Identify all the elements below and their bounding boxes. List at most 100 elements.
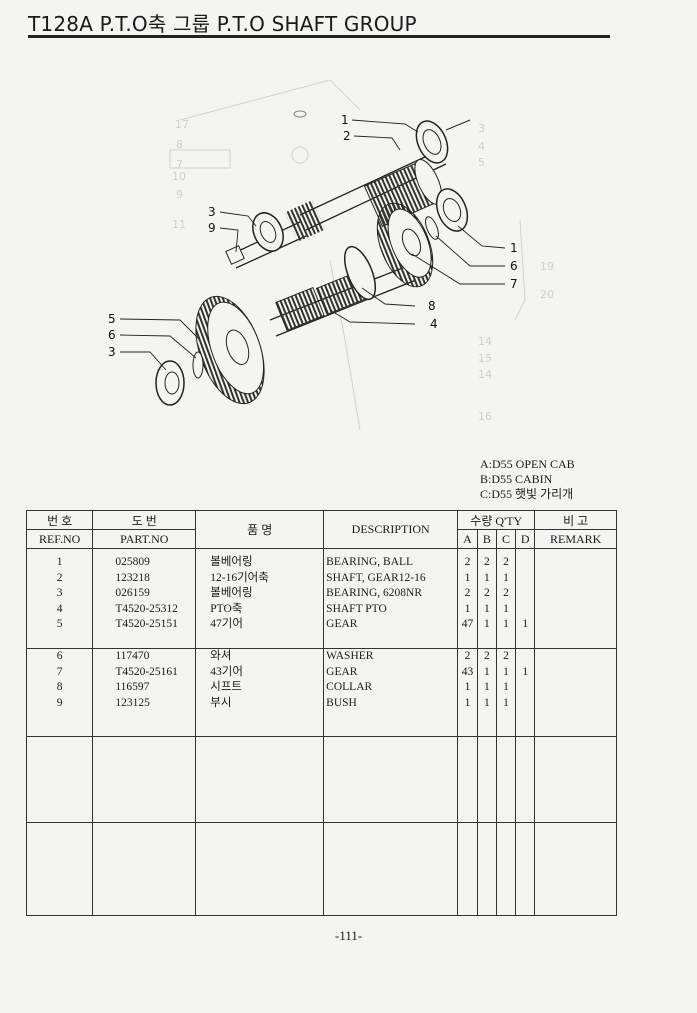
desc-cell: WASHER GEAR COLLAR BUSH <box>323 648 459 737</box>
callout-9-upper: 9 <box>208 221 216 235</box>
part-value: 117470 <box>115 650 150 662</box>
parts-table: 번 호 도 번 품 명 DESCRIPTION 수량 Q'TY 비 고 REF.… <box>25 510 617 916</box>
kor-name-value: 47기어 <box>210 618 243 631</box>
qty-c-value: 2 <box>503 650 509 662</box>
kor-name-value: PTO축 <box>210 602 243 615</box>
desc-header: DESCRIPTION <box>323 510 459 549</box>
desc-value: BEARING, BALL <box>326 556 414 568</box>
qty-c-value: 1 <box>503 571 509 584</box>
qty-c-cell: 2 1 1 1 <box>495 648 517 737</box>
qty-b-value: 1 <box>483 602 490 615</box>
ref-value: 6 <box>56 650 63 662</box>
svg-text:9: 9 <box>176 188 183 201</box>
svg-text:20: 20 <box>540 288 554 301</box>
ref-value: 9 <box>56 696 63 709</box>
qty-a-value: 47 <box>461 618 474 631</box>
qty-col-b: B <box>476 529 497 549</box>
ref-value: 4 <box>56 602 63 615</box>
qty-d-value <box>518 649 532 665</box>
kor-name-cell: 와셔 43기어 시프트 부시 <box>195 648 325 737</box>
qty-b-cell: 2 1 1 1 <box>476 648 497 737</box>
qty-d-value: 1 <box>522 618 529 631</box>
kor-name-value: 시프트 <box>210 681 242 694</box>
qty-b-cell: 2 1 2 1 1 <box>476 548 497 649</box>
qty-b-value: 2 <box>483 556 490 568</box>
remark-header-kor: 비 고 <box>534 510 617 530</box>
part-value: T4520-25312 <box>115 602 178 615</box>
qty-c-cell: 2 1 2 1 1 <box>495 548 517 649</box>
part-cell: 025809 123218 026159 T4520-25312 T4520-2… <box>92 548 197 649</box>
qty-d-value <box>518 555 532 571</box>
part-value: 123218 <box>115 571 150 584</box>
part-value: 123125 <box>115 696 150 709</box>
qty-b-value: 1 <box>483 681 490 694</box>
svg-text:5: 5 <box>478 156 485 169</box>
qty-b-value: 2 <box>483 587 490 600</box>
qty-a-value: 1 <box>464 681 471 694</box>
qty-b-value: 1 <box>483 618 490 631</box>
page-number: -111- <box>334 928 363 943</box>
svg-text:14: 14 <box>478 368 492 381</box>
svg-text:11: 11 <box>172 218 186 231</box>
table-group-2: 6 7 8 9 117470 T4520-25161 116597 123125… <box>25 648 617 737</box>
desc-cell: BEARING, BALL SHAFT, GEAR12-16 BEARING, … <box>323 548 459 649</box>
part-value: 116597 <box>115 681 150 694</box>
ref-value: 2 <box>56 571 63 584</box>
part-value: 025809 <box>115 556 150 568</box>
callout-1-upper: 1 <box>341 113 349 127</box>
callout-6-right: 6 <box>510 259 518 273</box>
kor-name-value: 43기어 <box>210 665 243 678</box>
qty-d-cell: 1 <box>515 548 536 649</box>
callout-3-left: 3 <box>108 345 116 359</box>
callout-1-right: 1 <box>510 241 518 255</box>
qty-a-value: 1 <box>464 696 471 709</box>
qty-header: 수량 Q'TY <box>457 510 536 530</box>
qty-d-value <box>518 696 532 712</box>
qty-c-value: 2 <box>503 556 509 568</box>
qty-d-value <box>518 680 532 696</box>
desc-value: WASHER <box>326 650 374 662</box>
qty-c-value: 1 <box>503 602 509 615</box>
svg-text:15: 15 <box>478 352 492 365</box>
part-header-kor: 도 번 <box>92 510 197 530</box>
kor-name-cell: 볼베어링 12-16기어축 볼베어링 PTO축 47기어 <box>195 548 325 649</box>
ref-value: 5 <box>56 618 63 631</box>
name-header-kor: 품 명 <box>195 510 325 549</box>
qty-c-value: 1 <box>503 618 509 631</box>
qty-b-value: 1 <box>483 665 490 678</box>
qty-b-value: 1 <box>483 696 490 709</box>
desc-value: SHAFT PTO <box>326 602 387 615</box>
callout-2-upper: 2 <box>343 129 351 143</box>
part-cell: 117470 T4520-25161 116597 123125 <box>92 648 197 737</box>
qty-d-value <box>518 586 532 602</box>
desc-value: COLLAR <box>326 681 373 694</box>
table-header-row-1: 번 호 도 번 품 명 DESCRIPTION 수량 Q'TY 비 고 <box>25 510 617 549</box>
callout-7-right: 7 <box>510 277 518 291</box>
callout-8-right: 8 <box>428 299 436 313</box>
callout-6-left: 6 <box>108 328 116 342</box>
svg-text:7: 7 <box>176 158 183 171</box>
qty-col-c: C <box>495 529 517 549</box>
qty-b-value: 2 <box>483 650 490 662</box>
desc-value: GEAR <box>326 618 358 631</box>
remark-header-en: REMARK <box>534 529 617 549</box>
qty-a-value: 1 <box>464 571 471 584</box>
qty-c-value: 1 <box>503 696 509 709</box>
qty-a-value: 1 <box>464 602 471 615</box>
qty-c-value: 2 <box>503 587 509 600</box>
kor-name-value: 12-16기어축 <box>210 571 269 584</box>
qty-col-d: D <box>515 529 536 549</box>
svg-text:14: 14 <box>478 335 492 348</box>
ref-cell: 6 7 8 9 <box>25 648 94 737</box>
qty-col-a: A <box>457 529 478 549</box>
page-title: T128A P.T.O축 그룹 P.T.O SHAFT GROUP <box>28 12 417 36</box>
table-group-1: 1 2 3 4 5 025809 123218 026159 T4520-253… <box>25 548 617 649</box>
legend-item-c: C:D55 햇빛 가리개 <box>480 487 574 501</box>
qty-d-value: 1 <box>522 665 529 678</box>
remark-cell <box>534 648 617 737</box>
qty-b-value: 1 <box>483 571 490 584</box>
part-header-en: PART.NO <box>92 529 197 549</box>
ref-value: 3 <box>56 587 63 600</box>
callout-5-left: 5 <box>108 312 116 326</box>
